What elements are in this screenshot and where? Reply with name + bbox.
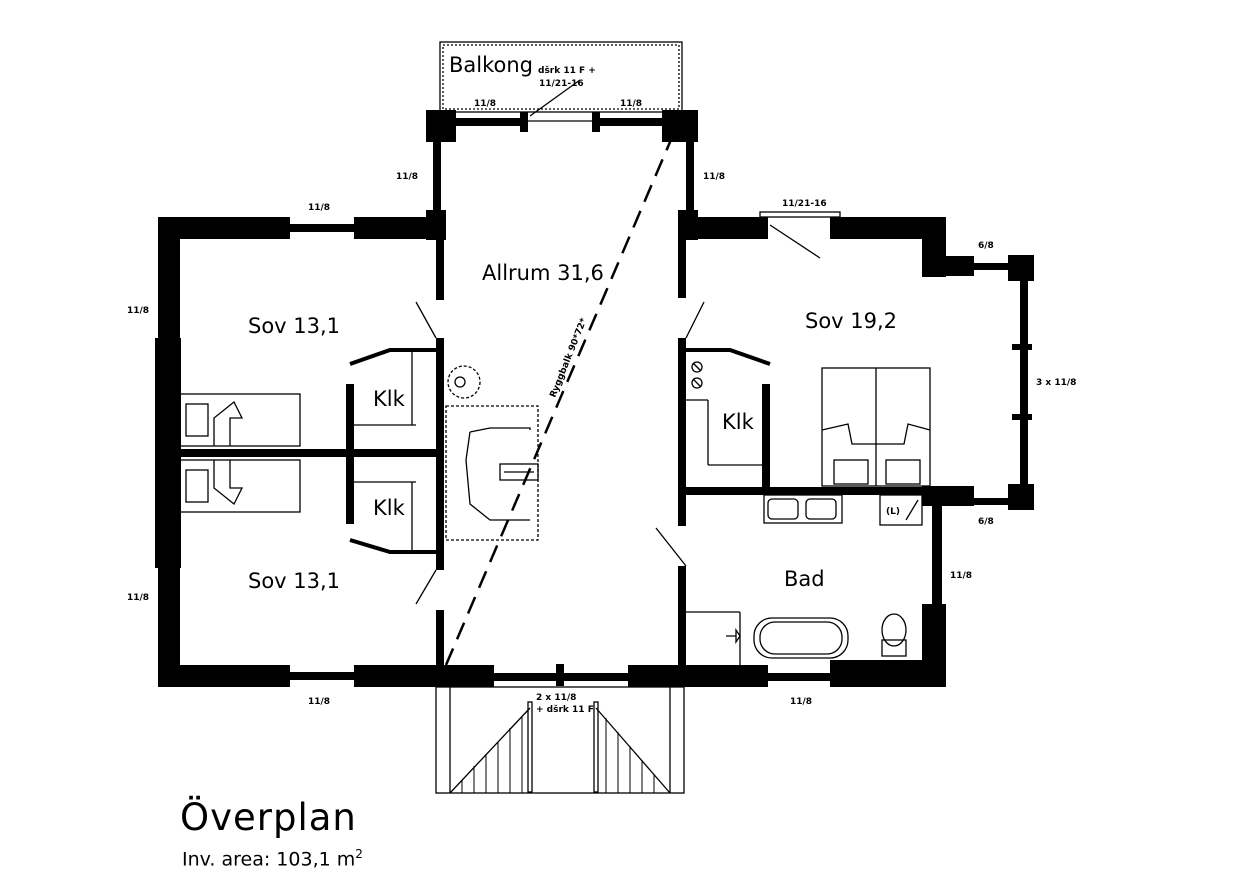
dim-top-left: 11/8 (308, 203, 330, 213)
area-unit-exponent: 2 (355, 847, 363, 861)
room-sov-right: Sov 19,2 (805, 309, 897, 333)
dim-right-mid: 3 x 11/8 (1036, 378, 1076, 388)
dim-side-left-bottom: 11/8 (127, 593, 149, 603)
dim-right-top: 6/8 (978, 241, 994, 251)
dim-balkong-door: dšrk 11 F + (538, 65, 596, 76)
dim-balkong-left: 11/8 (474, 99, 496, 109)
dim-upper-left: 11/8 (396, 172, 418, 182)
dim-upper-right: 11/8 (703, 172, 725, 182)
dim-right-bottom: 6/8 (978, 517, 994, 527)
ridge-beam-label: Ryggbalk 90*72* (549, 317, 590, 399)
area-label: Inv. area: 103,1 m2 (182, 847, 363, 870)
dim-bottom-center2: + dšrk 11 F (536, 704, 594, 715)
dim-bottom-center: 2 x 11/8 (536, 693, 576, 703)
room-klk-right: Klk (722, 410, 755, 434)
dim-top-right-window: 11/21-16 (782, 199, 827, 209)
room-allrum: Allrum 31,6 (482, 261, 604, 285)
room-klk-bottom: Klk (373, 496, 406, 520)
area-value: Inv. area: 103,1 m (182, 848, 356, 871)
room-klk-top: Klk (373, 387, 406, 411)
dim-side-left-top: 11/8 (127, 306, 149, 316)
room-sov-bottom-left: Sov 13,1 (248, 569, 340, 593)
dim-balkong-right: 11/8 (620, 99, 642, 109)
wc-label: (L) (886, 507, 900, 517)
room-bad: Bad (784, 567, 825, 591)
thin-lines (179, 41, 931, 794)
ridge-beam-line (444, 127, 678, 666)
plan-title: Överplan (180, 796, 357, 839)
room-balkong: Balkong (449, 53, 533, 77)
dim-bottom-left: 11/8 (308, 697, 330, 707)
dim-bottom-right: 11/8 (790, 697, 812, 707)
dim-balkong-door2: 11/21-16 (539, 79, 584, 89)
room-sov-top-left: Sov 13,1 (248, 314, 340, 338)
dim-bath-right: 11/8 (950, 571, 972, 581)
walls (155, 110, 1034, 687)
